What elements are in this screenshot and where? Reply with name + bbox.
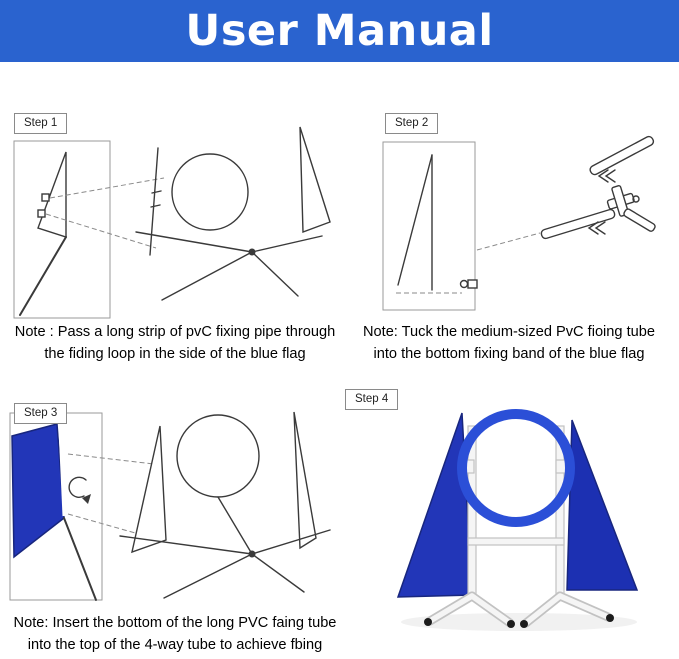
pvc-pipe (19, 236, 67, 316)
header-banner: User Manual (0, 0, 679, 62)
tube-assembly (540, 135, 656, 240)
rotate-arrowhead (82, 494, 91, 504)
flag-sleeve-pole (58, 427, 66, 517)
nut (467, 279, 478, 289)
vertical-pole (149, 147, 159, 256)
fixing-loop (37, 209, 46, 218)
rotate-arrow-icon (68, 476, 87, 498)
right-flag-outline (293, 411, 317, 550)
base-rail (251, 529, 331, 555)
leader-lines (67, 453, 161, 541)
center-pole (217, 496, 253, 555)
right-flag-outline (299, 126, 331, 233)
note-line: Note : Pass a long strip of pvC fixing p… (14, 324, 336, 340)
stand-assembly (119, 411, 331, 599)
step-1-note: Note : Pass a long strip of pvC fixing p… (6, 322, 344, 366)
left-blue-flag (396, 412, 473, 598)
blue-flag (11, 423, 65, 559)
note-line: into the top of the 4-way tube to achiev… (27, 636, 323, 653)
base-rail (135, 231, 253, 253)
leader-line (476, 232, 541, 251)
step-1-diagram (13, 126, 331, 319)
pvc-tube-medium (540, 208, 616, 240)
base-leg (251, 251, 299, 297)
ground-shadow (401, 613, 637, 631)
step-4-product-image (396, 409, 639, 631)
lower-pole (623, 208, 656, 232)
base-feet (424, 591, 614, 628)
step-2-label: Step 2 (385, 113, 439, 134)
page-title: User Manual (185, 6, 494, 56)
step-1-label: Step 1 (14, 113, 68, 134)
blue-hoop (457, 409, 575, 527)
fixing-loop (41, 193, 50, 202)
step-3-label: Step 3 (14, 403, 68, 424)
note-line: Note: Insert the bottom of the long PVC … (13, 615, 337, 631)
step-2-note: Note: Tuck the medium-sized PvC fioing t… (344, 322, 674, 366)
upper-pole (589, 135, 655, 176)
step-4-label: Step 4 (345, 389, 399, 410)
left-flag-outline (131, 425, 167, 554)
base-rail (119, 535, 253, 555)
four-way-connector (248, 550, 256, 558)
leader-lines (45, 177, 165, 249)
foot-cap (507, 620, 515, 628)
step-3-note: Note: Insert the bottom of the long PVC … (6, 613, 344, 657)
foot-cap (520, 620, 528, 628)
step-2-diagram (382, 135, 656, 311)
note-line: into the bottom fixing band of the blue … (373, 345, 645, 362)
hoop-outline (176, 414, 260, 498)
long-pvc-tube (63, 517, 97, 601)
step-3-diagram (9, 411, 331, 601)
four-way-connector (248, 248, 256, 256)
crossbar (467, 537, 565, 546)
note-line: the fiding loop in the side of the blue … (44, 345, 306, 362)
flag-detail-box (13, 140, 111, 319)
foot-cap (606, 614, 614, 622)
base-leg (251, 553, 305, 593)
bolt (459, 279, 469, 289)
flag-edge (397, 154, 433, 286)
base-leg (161, 251, 253, 301)
hoop-outline (171, 153, 249, 231)
cross-fitting (606, 185, 635, 217)
stand-assembly (135, 126, 331, 301)
base-rail (251, 235, 323, 253)
base-leg (163, 553, 253, 599)
right-blue-flag (566, 419, 639, 591)
flag-detail-box (382, 141, 478, 311)
bolt (632, 195, 640, 203)
foot-cap (424, 618, 432, 626)
insert-arrows (587, 169, 616, 235)
note-line: Note: Tuck the medium-sized PvC fioing t… (362, 324, 655, 340)
flag-detail-box (9, 412, 103, 601)
